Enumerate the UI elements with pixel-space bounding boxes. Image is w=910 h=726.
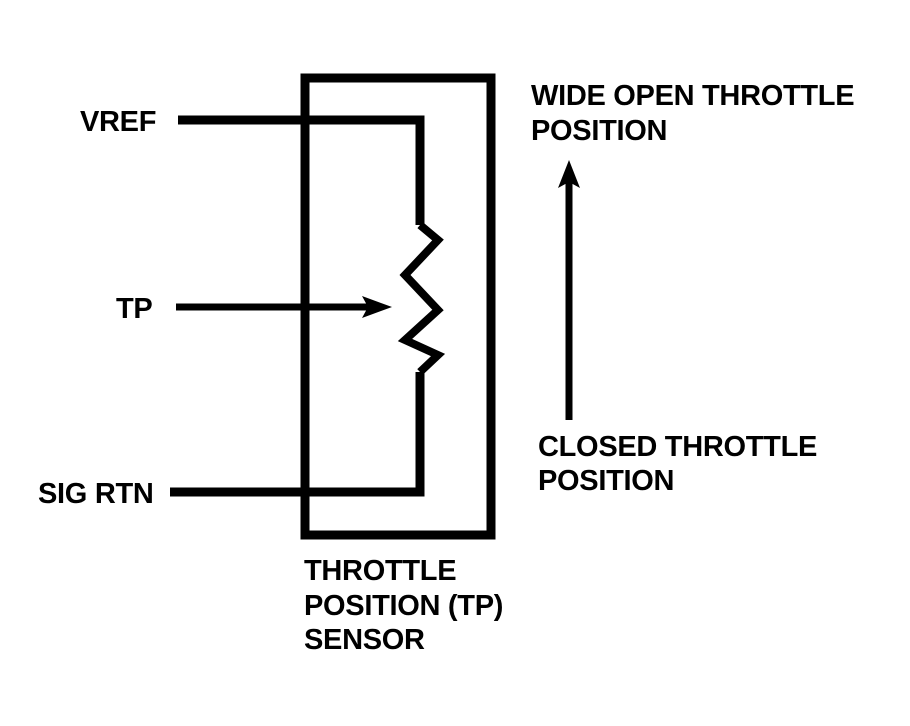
closed-label-line1: CLOSED THROTTLE bbox=[538, 431, 817, 463]
vref-wire bbox=[178, 115, 425, 225]
sig-rtn-wire bbox=[170, 372, 425, 497]
sensor-caption-line2: POSITION (TP) bbox=[304, 590, 503, 622]
resistor-zigzag-icon bbox=[397, 221, 446, 375]
arrow-right-icon bbox=[362, 296, 392, 318]
arrow-up-icon bbox=[558, 160, 580, 188]
sig-rtn-label: SIG RTN bbox=[38, 478, 154, 510]
vref-label: VREF bbox=[80, 106, 156, 138]
sensor-caption-line1: THROTTLE bbox=[304, 555, 456, 587]
closed-label-line2: POSITION bbox=[538, 465, 674, 497]
sensor-caption-line3: SENSOR bbox=[304, 624, 425, 656]
wide-open-label-line2: POSITION bbox=[531, 115, 667, 147]
wide-open-label-line1: WIDE OPEN THROTTLE bbox=[531, 80, 854, 112]
tp-label: TP bbox=[116, 293, 152, 325]
